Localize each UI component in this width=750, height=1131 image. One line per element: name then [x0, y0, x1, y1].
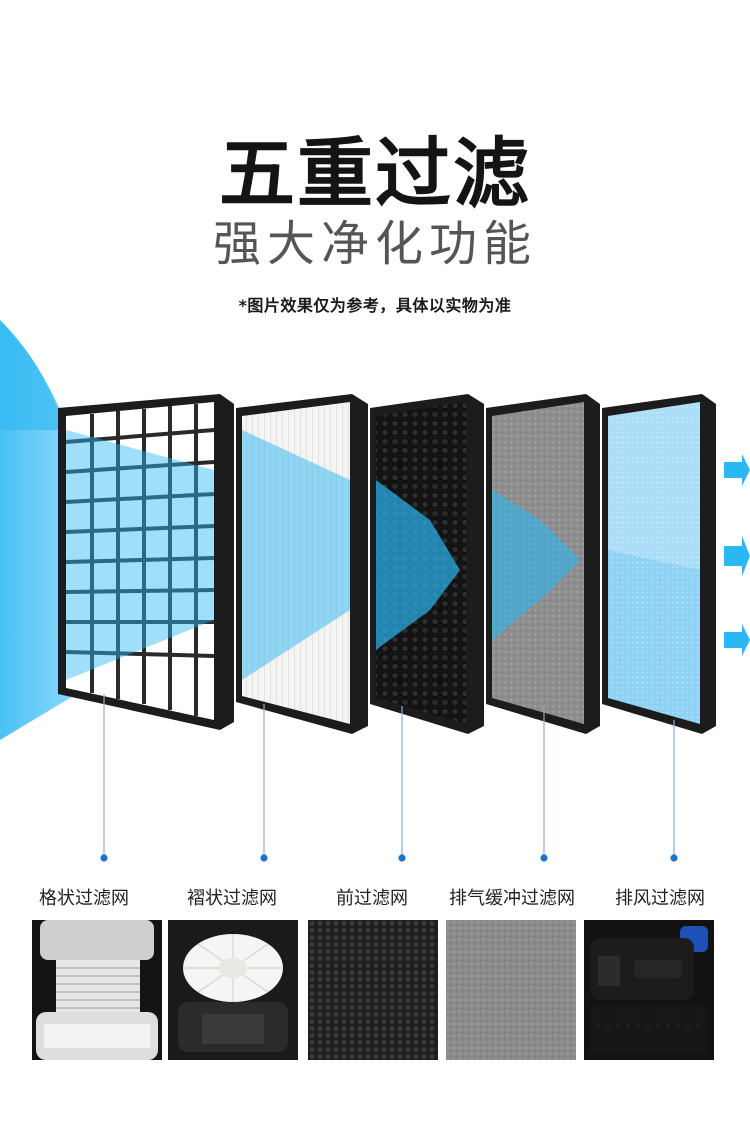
filter-label-front: 前过滤网 — [336, 888, 408, 909]
callout-lines — [103, 694, 675, 856]
page-subtitle: 强大净化功能 — [212, 216, 537, 272]
front-filter-photo — [308, 920, 438, 1060]
filter-label-buffer: 排气缓冲过滤网 — [449, 888, 575, 909]
pleated-filter-photo — [168, 920, 298, 1060]
exhaust-filter-photo — [584, 920, 714, 1060]
filter-layers-illustration — [0, 320, 750, 862]
filter-label-exhaust: 排风过滤网 — [615, 888, 705, 909]
buffer-filter-photo — [446, 920, 576, 1060]
filter-label-pleated: 褶状过滤网 — [187, 888, 277, 909]
felt-filter — [486, 394, 600, 734]
callout-dot — [100, 854, 108, 862]
airflow-arrows — [724, 454, 750, 656]
filter-label-grid: 格状过滤网 — [39, 888, 129, 909]
grid-filter — [58, 394, 234, 730]
grid-filter-photo — [32, 920, 162, 1060]
honeycomb-filter — [370, 394, 484, 734]
pleated-filter — [236, 394, 368, 734]
callout-dot — [540, 854, 548, 862]
callout-dot — [398, 854, 406, 862]
exhaust-filter — [602, 394, 716, 734]
page-title: 五重过滤 — [219, 129, 531, 218]
callout-dot — [670, 854, 678, 862]
disclaimer-note: *图片效果仅为参考，具体以实物为准 — [238, 296, 512, 315]
callout-dot — [260, 854, 268, 862]
